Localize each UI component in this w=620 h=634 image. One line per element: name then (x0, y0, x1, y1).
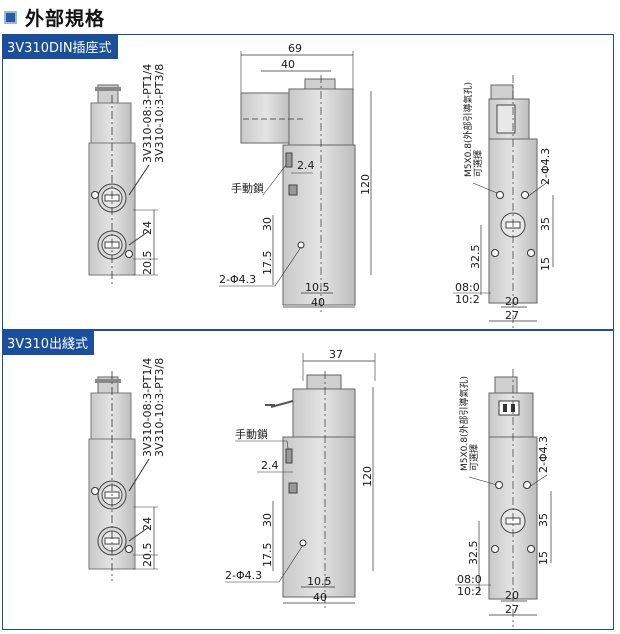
drawing-wire: 3V310-08:3-PT1/4 3V310-10:3-PT3/8 24 20.… (88, 348, 552, 627)
dim-08-b: 08:0 (457, 573, 482, 586)
right-view-2: M5X0.8(外部引導氣孔) 可選擇 2-Φ4.3 35 15 32.5 08:… (455, 369, 552, 627)
dim-35: 35 (539, 217, 552, 231)
dim-40-top: 40 (281, 58, 295, 71)
phi-right-label: 2-Φ4.3 (539, 148, 552, 185)
section-heading: 外部規格 (4, 4, 105, 30)
dim-2-4: 2.4 (297, 159, 315, 172)
left-view: 3V310-08:3-PT1/4 3V310-10:3-PT3/8 24 20.… (88, 64, 166, 285)
left-view-2: 3V310-08:3-PT1/4 3V310-10:3-PT3/8 24 20.… (88, 358, 166, 581)
dim-15-b: 15 (537, 551, 550, 565)
dim-37: 37 (329, 348, 343, 361)
port-label-2: 3V310-10:3-PT3/8 (153, 64, 166, 163)
dim-120-b: 120 (361, 466, 374, 487)
panel-tag-wire: 3V310出綫式 (3, 331, 94, 355)
dim-2-phi-b: 2-Φ4.3 (225, 569, 262, 582)
panel-din: 3V310-08:3-PT1/4 3V310-10:3-PT3/8 24 20.… (2, 34, 614, 331)
drawing-din: 3V310-08:3-PT1/4 3V310-10:3-PT3/8 24 20.… (88, 42, 554, 331)
dim-10: 10:2 (455, 293, 480, 306)
dim-27-b: 27 (505, 603, 519, 616)
dim-20-b: 20 (505, 589, 519, 602)
panel-wire: 3V310-08:3-PT1/4 3V310-10:3-PT3/8 24 20.… (2, 330, 614, 630)
dim-30-b: 30 (261, 513, 274, 527)
manual-label-b: 手動鎖 (235, 427, 268, 441)
dim-20: 20 (505, 295, 519, 308)
dim-27: 27 (505, 309, 519, 322)
dim-24: 24 (141, 221, 154, 235)
dim-08: 08:0 (455, 281, 480, 294)
dim-17-5-b: 17.5 (261, 543, 274, 568)
page-title: 外部規格 (25, 7, 106, 30)
dim-40-bot-b: 40 (313, 591, 327, 604)
middle-view: 69 40 2.4 手動鎖 30 17.5 2-Φ4.3 10.5 (219, 42, 372, 315)
dim-20-5: 20.5 (141, 251, 154, 276)
dim-10-5-b: 10.5 (307, 575, 332, 588)
m5-sub-label-b: 可選擇 (468, 444, 480, 471)
m5-sub-label: 可選擇 (472, 150, 484, 177)
dim-69: 69 (288, 42, 302, 55)
dim-35-b: 35 (537, 513, 550, 527)
dim-30: 30 (261, 217, 274, 231)
phi-right-label-b: 2-Φ4.3 (537, 436, 550, 473)
dim-2-phi: 2-Φ4.3 (219, 273, 256, 286)
dim-40-bot: 40 (311, 296, 325, 309)
right-view: M5X0.8(外部引導氣孔) 可選擇 2-Φ4.3 35 15 32.5 08:… (453, 75, 554, 331)
port-label-1: 3V310-08:3-PT1/4 (141, 64, 154, 163)
dim-10-b: 10:2 (457, 585, 482, 598)
m5-label-b: M5X0.8(外部引導氣孔) (458, 376, 470, 471)
dim-120: 120 (359, 174, 372, 195)
dim-10-5: 10.5 (305, 281, 330, 294)
dim-32-5: 32.5 (469, 245, 482, 270)
dim-20-5-b: 20.5 (141, 543, 154, 568)
dim-2-4-b: 2.4 (261, 459, 279, 472)
manual-label: 手動鎖 (231, 181, 264, 195)
dim-17-5: 17.5 (261, 251, 274, 276)
m5-label: M5X0.8(外部引導氣孔) (462, 82, 474, 177)
heading-square-icon (4, 10, 17, 24)
middle-view-2: 37 手動鎖 2.4 30 17.5 2-Φ4.3 10.5 40 (225, 348, 376, 611)
port-label-2-b: 3V310-10:3-PT3/8 (153, 358, 166, 457)
dim-32-5-b: 32.5 (467, 541, 480, 566)
port-label-1-b: 3V310-08:3-PT1/4 (141, 358, 154, 457)
panel-tag-din: 3V310DIN插座式 (3, 35, 118, 59)
dim-24-b: 24 (141, 517, 154, 531)
dim-15: 15 (539, 257, 552, 271)
